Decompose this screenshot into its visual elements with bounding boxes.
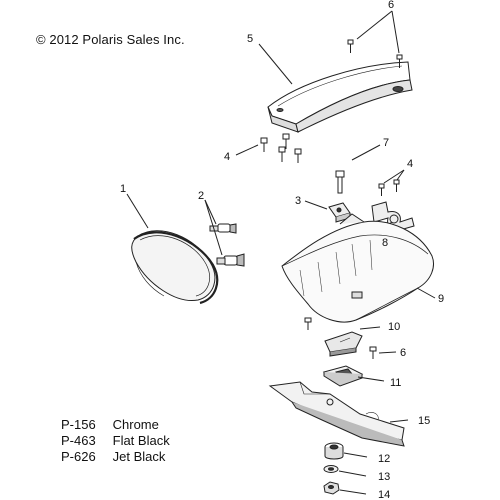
callout-11: 11 [390,377,401,389]
finish-name: Chrome [112,417,159,432]
copyright-notice: © 2012 Polaris Sales Inc. [36,32,185,47]
screw-part [378,183,385,196]
bushing-part [324,442,344,460]
callout-7: 7 [383,137,389,149]
cover-screw-hole [392,86,404,92]
clamp-part [371,201,415,231]
bolt-part [335,170,345,194]
callout-4: 4 [224,151,230,163]
callout-10: 10 [388,321,400,333]
callout-9: 9 [438,293,444,305]
callout-8: 8 [382,237,388,249]
clip-nut-part [328,202,351,223]
screw-part [347,39,354,53]
callout-13: 13 [378,471,390,483]
bracket-part [324,331,363,357]
callout-5: 5 [247,33,253,45]
finish-code-row: P-463 Flat Black [61,433,170,449]
callout-labels: 1 2 3 4 4 5 6 6 7 8 9 10 11 12 13 14 15 [120,0,444,500]
finish-name: Jet Black [112,449,166,464]
finish-name: Flat Black [112,433,170,448]
finish-code: P-463 [61,433,96,448]
finish-code-legend: P-156 Chrome P-463 Flat Black P-626 Jet … [61,417,170,465]
callout-12: 12 [378,453,390,465]
bulb-part [216,253,245,267]
callout-15: 15 [418,415,430,427]
screw-part [393,179,400,192]
callout-6: 6 [388,0,394,11]
headlight-part [131,230,219,305]
callout-3: 3 [295,195,301,207]
callout-2: 2 [198,190,204,202]
finish-code: P-626 [61,449,96,464]
screw-part [278,146,286,162]
nut-part [323,481,340,495]
screw-part [396,54,403,68]
callout-14: 14 [378,489,390,500]
finish-code-row: P-626 Jet Black [61,449,170,465]
bulb-part [209,223,237,234]
lower-housing-part [281,213,434,323]
callout-6: 6 [400,347,406,359]
screw-part [369,346,377,359]
screw-part [282,133,290,149]
mount-arm-part [268,381,405,447]
screw-part [260,137,268,152]
washer-part [323,465,339,473]
screw-part [294,148,302,163]
top-cover-part [267,61,413,133]
callout-4: 4 [407,158,413,170]
finish-code-row: P-156 Chrome [61,417,170,433]
screw-part [304,317,312,330]
callout-1: 1 [120,183,126,195]
finish-code: P-156 [61,417,96,432]
plate-part [322,365,364,387]
